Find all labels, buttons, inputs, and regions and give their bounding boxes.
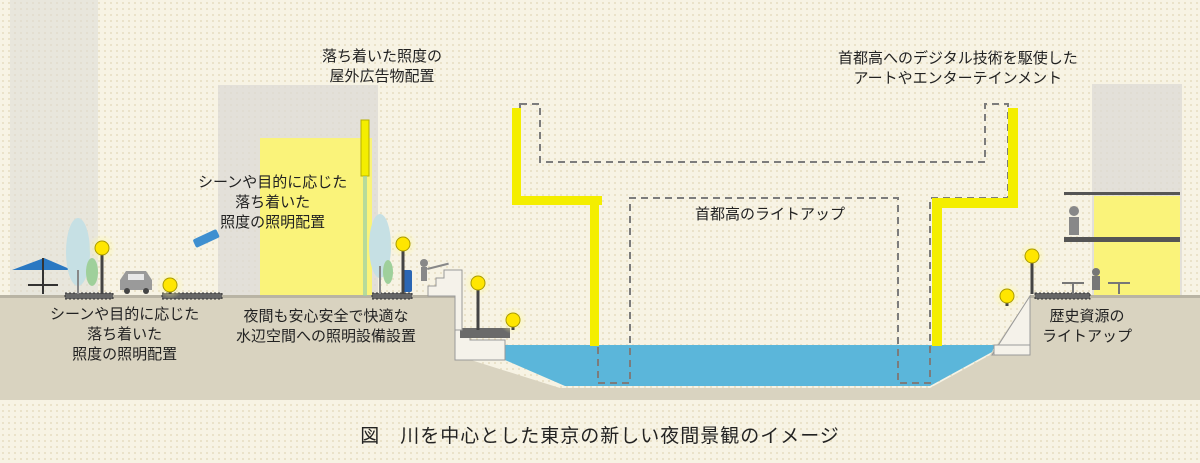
paving-right-bank — [371, 292, 413, 300]
label-ad-lighting: 落ち着いた照度の 屋外広告物配置 — [322, 47, 443, 85]
street-lamps — [88, 230, 1046, 334]
tree-left — [66, 218, 98, 294]
label-scene-lighting-upper: シーンや目的に応じた 落ち着いた 照度の照明配置 — [198, 173, 348, 231]
label-safe-waterfront: 夜間も安心安全で快適な 水辺空間への照明設備設置 — [236, 307, 417, 345]
ground-surface-left — [0, 295, 455, 298]
tree-right-bank — [369, 214, 393, 294]
building-right-lit-facade — [1094, 196, 1180, 296]
river-ledge-right — [993, 344, 1031, 356]
person-on-stairs — [420, 259, 449, 281]
label-historic-lightup: 歴史資源の ライトアップ — [1042, 307, 1133, 345]
lamp-right — [1018, 242, 1046, 294]
car — [120, 271, 152, 294]
label-scene-lighting-lower: シーンや目的に応じた 落ち着いた 照度の照明配置 — [50, 305, 200, 363]
lamp-pier-left — [499, 306, 527, 334]
person-balcony — [1069, 206, 1079, 235]
ground-surface-right — [1030, 295, 1200, 298]
ground — [0, 296, 1200, 400]
parasol-table — [12, 258, 72, 294]
label-highway-art: 首都高へのデジタル技術を駆使した アートやエンターテインメント — [838, 49, 1078, 87]
floodlight — [193, 229, 220, 248]
lamp-ground-left — [156, 271, 184, 299]
lamp-bank-left — [389, 230, 417, 294]
paving-left — [64, 292, 114, 300]
staircase — [427, 269, 463, 331]
cafe-tables — [1062, 268, 1130, 294]
billboard — [360, 119, 370, 177]
building-left-lit-facade — [260, 138, 372, 296]
figure-caption: 図 川を中心とした東京の新しい夜間景観のイメージ — [360, 425, 840, 447]
river-water — [505, 345, 995, 386]
building-right-balcony — [1064, 237, 1180, 242]
billboard-pole — [363, 176, 367, 296]
expressway-outline — [519, 103, 1009, 384]
lamp-riverside-right — [993, 282, 1021, 310]
river-pier-left — [460, 328, 510, 338]
lamp-riverside-left — [464, 269, 492, 330]
expressway-lightup — [512, 108, 1018, 346]
lamp-left — [88, 234, 116, 294]
paving-far-right — [1034, 292, 1091, 300]
building-right-floor — [1064, 192, 1180, 195]
label-highway-lightup: 首都高のライトアップ — [695, 205, 846, 223]
